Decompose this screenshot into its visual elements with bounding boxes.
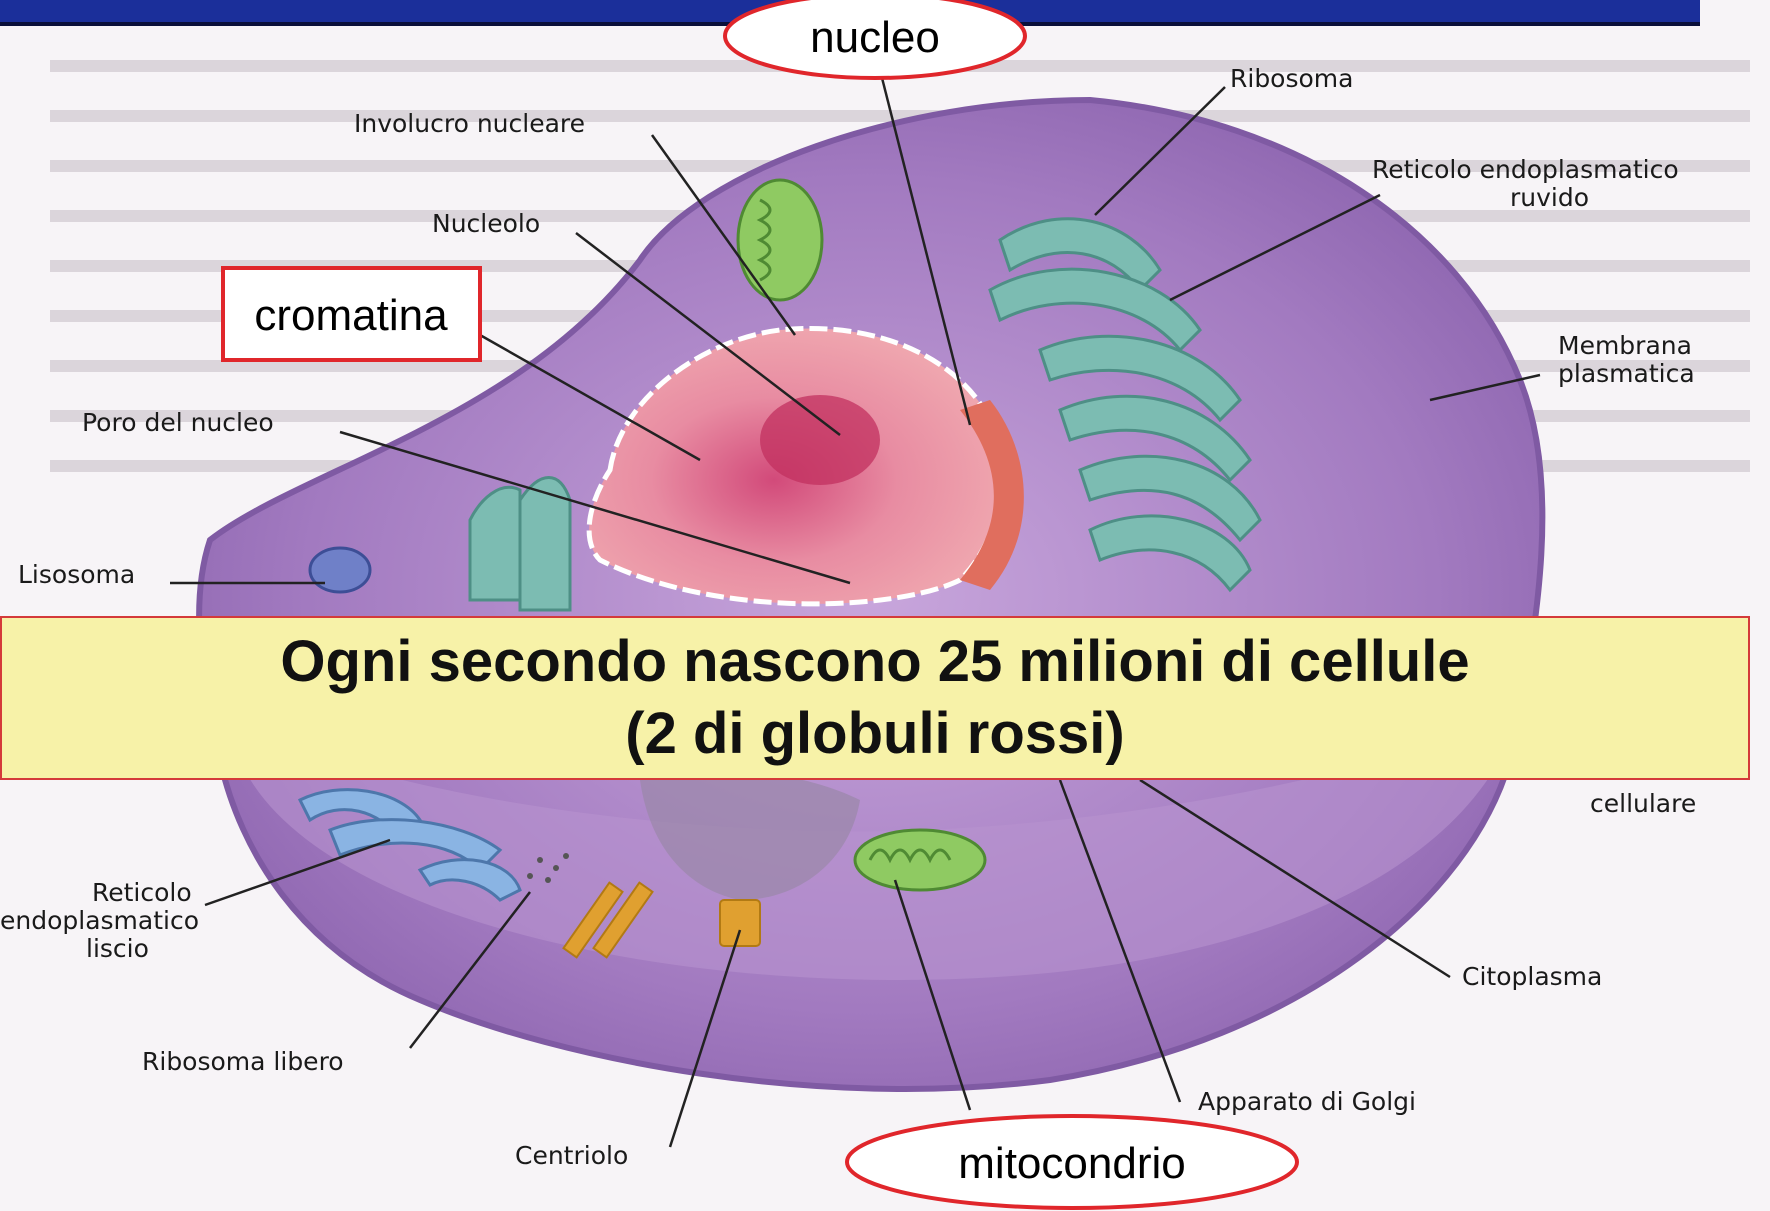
callout-cromatina-text: cromatina <box>254 291 448 340</box>
label-ribosoma: Ribosoma <box>1230 64 1353 93</box>
mitochondrion-top <box>738 180 822 300</box>
label-rel-line1: Reticolo <box>92 878 192 907</box>
callout-nucleo-text: nucleo <box>810 13 940 62</box>
label-centriolo: Centriolo <box>515 1141 628 1170</box>
callout-nucleo: nucleo <box>725 0 1025 78</box>
label-cellulare: cellulare <box>1590 789 1696 818</box>
label-rer-line1: Reticolo endoplasmatico <box>1372 155 1679 184</box>
label-citoplasma: Citoplasma <box>1462 962 1602 991</box>
callout-mitocondrio: mitocondrio <box>847 1116 1297 1208</box>
er-left <box>470 478 570 611</box>
label-membrana-line2: plasmatica <box>1558 359 1695 388</box>
mitochondrion-bottom <box>855 830 985 890</box>
nucleolus <box>760 395 880 485</box>
callout-cromatina: cromatina <box>223 268 480 360</box>
callout-mitocondrio-text: mitocondrio <box>958 1139 1185 1188</box>
lysosome <box>310 548 370 592</box>
label-membrana-line1: Membrana <box>1558 331 1692 360</box>
label-poro-del-nucleo: Poro del nucleo <box>82 408 274 437</box>
banner-line-2: (2 di globuli rossi) <box>625 698 1124 770</box>
label-apparato-di-golgi: Apparato di Golgi <box>1198 1087 1416 1116</box>
label-rel-line3: liscio <box>86 934 149 963</box>
caption-banner: Ogni secondo nascono 25 milioni di cellu… <box>0 616 1750 780</box>
label-ribosoma-libero: Ribosoma libero <box>142 1047 344 1076</box>
label-lisosoma: Lisosoma <box>18 560 135 589</box>
banner-line-1: Ogni secondo nascono 25 milioni di cellu… <box>280 626 1469 698</box>
label-rer-line2: ruvido <box>1510 183 1589 212</box>
label-involucro-nucleare: Involucro nucleare <box>354 109 585 138</box>
label-nucleolo: Nucleolo <box>432 209 540 238</box>
label-rel-line2: endoplasmatico <box>0 906 199 935</box>
